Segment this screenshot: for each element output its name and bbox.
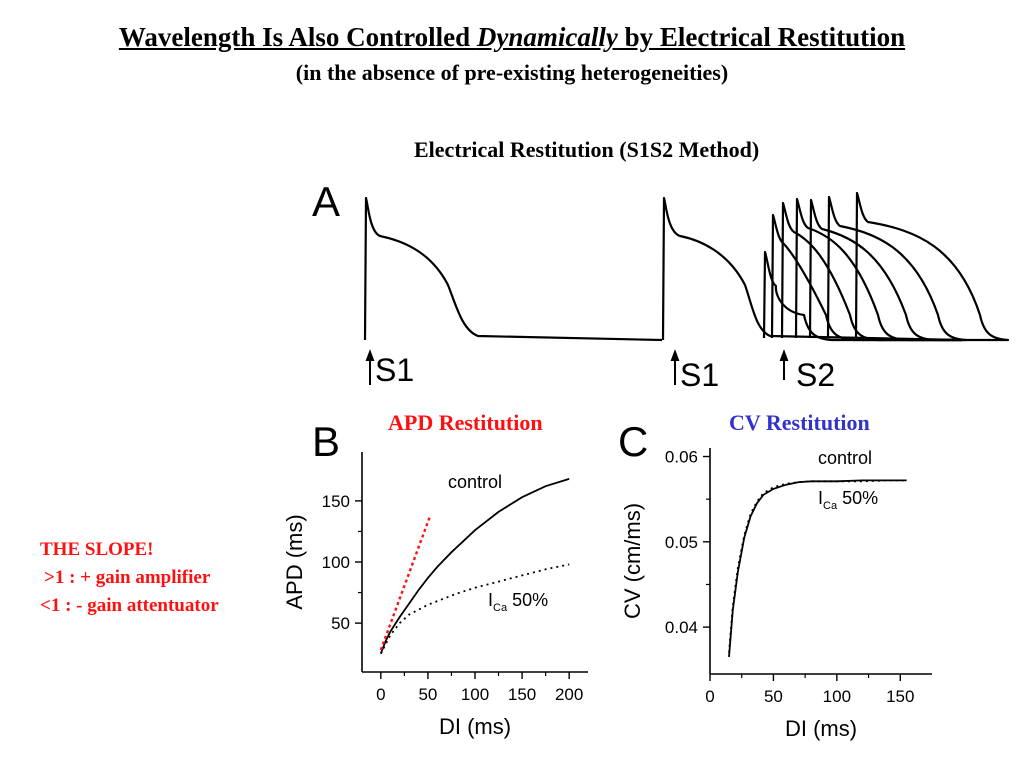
panel-c-title: CV Restitution <box>729 410 870 435</box>
series-label-ica: ICa 50% <box>818 488 878 512</box>
ap-trace <box>770 213 962 342</box>
series-line-control <box>379 478 570 655</box>
panel-b-letter: B <box>312 418 341 465</box>
y-axis-label: APD (ms) <box>282 514 307 609</box>
stimulus-label-s1-second: S1 <box>680 357 720 393</box>
slide-title: Wavelength Is Also Controlled Dynamicall… <box>0 22 1024 53</box>
ap-trace <box>854 191 1010 342</box>
y-axis-label: CV (cm/ms) <box>620 503 645 619</box>
slope-note: THE SLOPE! >1 : + gain amplifier <1 : - … <box>40 536 219 620</box>
stimulus-label-s2: S2 <box>796 357 836 393</box>
title-part-1: Wavelength Is Also Controlled <box>118 22 477 52</box>
section-title: Electrical Restitution (S1S2 Method) <box>414 137 760 162</box>
y-tick-label: 50 <box>331 614 350 633</box>
series-line-ica-50 <box>728 479 907 653</box>
x-tick-label: 50 <box>764 687 783 706</box>
s2-arrowhead <box>779 349 789 361</box>
x-tick-label: 50 <box>418 685 437 704</box>
ap-trace <box>661 196 963 342</box>
x-tick-label: 150 <box>886 687 914 706</box>
slope-line-attenuator: <1 : - gain attentuator <box>40 595 219 616</box>
panel-b-title: APD Restitution <box>388 410 543 435</box>
ap-trace <box>826 195 968 342</box>
y-tick-label: 150 <box>322 492 350 511</box>
slope-line-amplifier: >1 : + gain amplifier <box>44 567 211 588</box>
series-label-control: control <box>818 448 872 468</box>
title-part-2: by Electrical Restitution <box>617 22 906 52</box>
x-axis-label: DI (ms) <box>439 714 511 739</box>
series-label-ica: ICa 50% <box>488 590 548 614</box>
action-potential-traces <box>363 191 1010 385</box>
x-axis-label: DI (ms) <box>785 716 857 741</box>
stimulus-label-s1-first: S1 <box>375 352 415 388</box>
x-tick-label: 200 <box>555 685 583 704</box>
s1-arrowhead-2 <box>670 349 680 361</box>
ap-trace <box>808 198 962 342</box>
ap-trace <box>780 201 962 342</box>
x-tick-label: 0 <box>376 685 385 704</box>
ap-trace <box>363 196 663 342</box>
ap-trace <box>762 250 962 342</box>
title-italic: Dynamically <box>476 22 618 52</box>
slide-subtitle: (in the absence of pre-existing heteroge… <box>295 60 729 85</box>
y-tick-label: 0.04 <box>665 618 698 637</box>
apd-restitution-chart: 0 50 100 150 200 50 100 150 DI (ms) APD (ms) contr… <box>282 452 588 739</box>
series-line-ica-50 <box>380 563 570 655</box>
y-tick-label: 0.05 <box>665 533 698 552</box>
x-tick-label: 100 <box>461 685 489 704</box>
y-tick-label: 0.06 <box>665 448 698 467</box>
y-tick-label: 100 <box>322 553 350 572</box>
series-line-control <box>728 479 907 657</box>
s1-arrowhead-1 <box>365 349 375 361</box>
panel-c-letter: C <box>618 418 649 465</box>
cv-restitution-chart: 0 50 100 150 0.04 0.05 0.06 DI (ms) CV (cm/ms) co… <box>620 448 932 741</box>
panel-a-letter: A <box>312 178 341 225</box>
ap-trace <box>794 197 962 342</box>
series-line-slope <box>379 516 431 651</box>
slope-heading: THE SLOPE! <box>40 539 154 560</box>
x-tick-label: 150 <box>508 685 536 704</box>
x-tick-label: 100 <box>823 687 851 706</box>
series-label-control: control <box>448 472 502 492</box>
x-tick-label: 0 <box>705 687 714 706</box>
